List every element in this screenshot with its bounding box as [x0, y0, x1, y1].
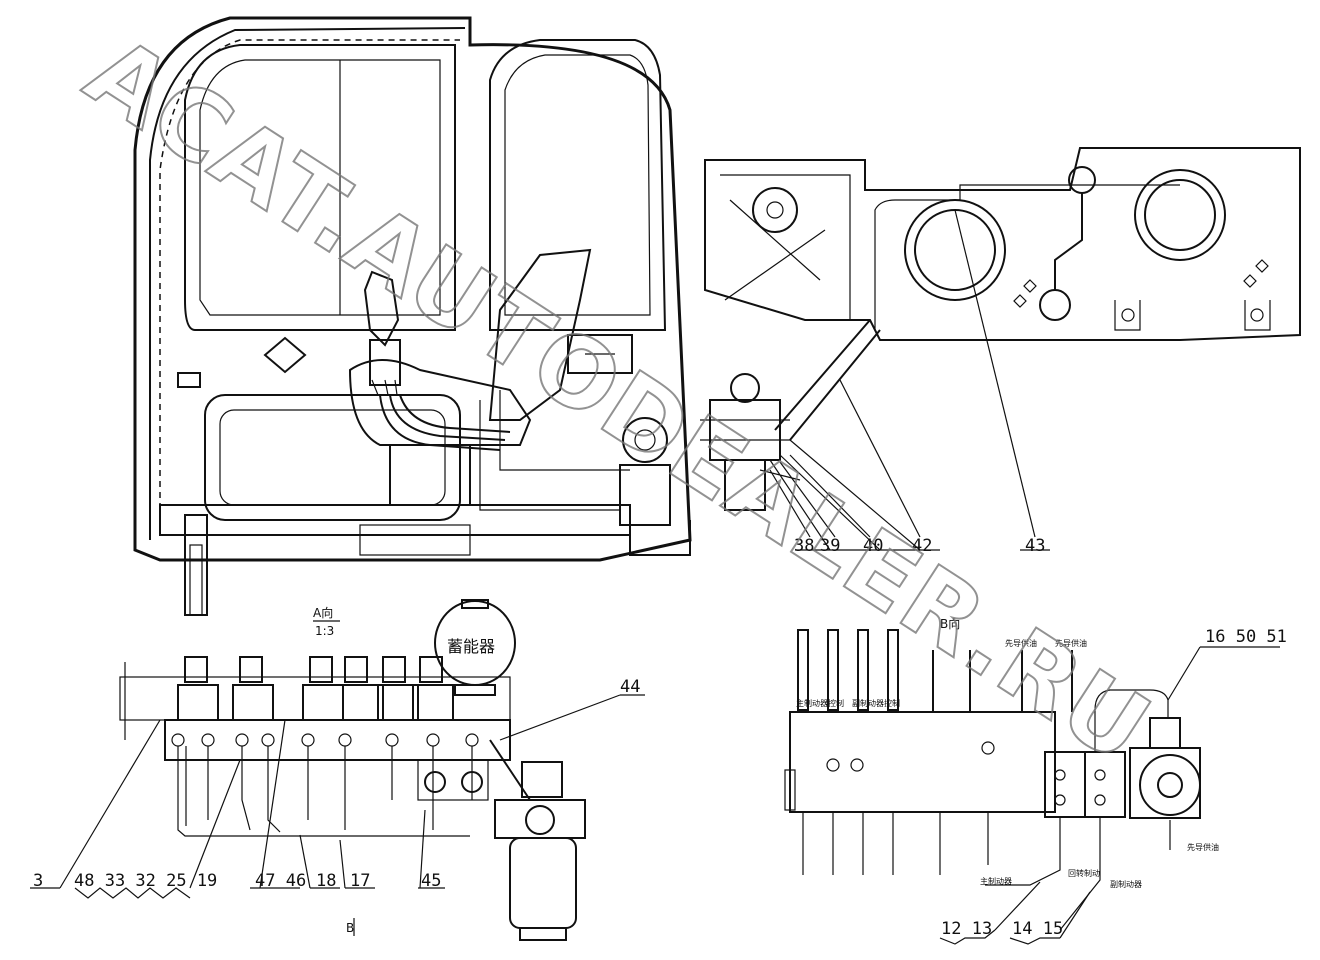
- note-main-brake-control: 主制动器控制: [796, 698, 844, 708]
- section-b-mark: B: [346, 921, 354, 935]
- control-fittings: [797, 629, 1073, 875]
- accumulator-label: 蓄能器: [447, 637, 495, 656]
- callout-18: 18: [316, 871, 336, 891]
- view-b: B向: [784, 616, 1219, 931]
- view-a: A向 1:3 蓄能器: [119, 599, 586, 941]
- note-pilot-supply-3: 先导供油: [1187, 842, 1219, 852]
- cab-emblem: [263, 336, 307, 374]
- cab-front-window: [184, 44, 456, 331]
- pilot-manifold-b: [789, 711, 1056, 813]
- callout-44: 44: [620, 677, 640, 697]
- callout-38: 38: [794, 536, 814, 556]
- pilot-hoses: [177, 739, 531, 837]
- note-swing-brake: 回转制动: [1068, 868, 1100, 878]
- solenoid-valves: [177, 656, 454, 721]
- view-a-scale: 1:3: [315, 624, 334, 638]
- callout-43: 43: [1025, 536, 1045, 556]
- filter-icon: [494, 761, 586, 941]
- svg-text:ACAT.AUTODEALER.RU: ACAT.AUTODEALER.RU: [67, 15, 1169, 785]
- pilot-pump-assembly: [479, 373, 921, 556]
- pilot-manifold-a: [164, 719, 511, 761]
- accumulator-icon: 蓄能器: [434, 599, 516, 696]
- cab-post: [184, 514, 208, 616]
- watermark: ACAT.AUTODEALER.RU: [66, 14, 1170, 786]
- callout-12-13: 12 13: [941, 919, 992, 939]
- valve-block-b: [985, 751, 1126, 931]
- note-pilot-supply-2: 先导供油: [1055, 638, 1087, 648]
- callout-48-33-32-25-19: 48 33 32 25 19: [74, 871, 217, 891]
- callout-14-15: 14 15: [1012, 919, 1063, 939]
- note-pilot-supply-1: 先导供油: [1005, 638, 1037, 648]
- ports-row: [171, 733, 479, 747]
- view-a-title: A向: [313, 605, 333, 620]
- callout-17: 17: [350, 871, 370, 891]
- note-aux-brake: 副制动器: [1110, 879, 1142, 889]
- door-handle-icon: [177, 372, 201, 388]
- callout-16-50-51: 16 50 51: [1205, 627, 1287, 647]
- bottom-leaders: [30, 646, 1280, 945]
- operator-seat: [348, 248, 633, 506]
- joystick-icon: [363, 270, 511, 451]
- callout-45: 45: [421, 871, 441, 891]
- pilot-pump-icon: [1094, 689, 1201, 850]
- view-b-title: B向: [940, 616, 960, 631]
- top-leaders: [769, 209, 1050, 551]
- callout-labels: 38 39 40 42 43 44 3 48 33 32 25 19 47 46…: [33, 536, 1287, 939]
- cab-door-window: [489, 39, 667, 331]
- callout-40: 40: [863, 536, 883, 556]
- callout-42: 42: [912, 536, 932, 556]
- upper-frame: [704, 147, 1301, 441]
- callout-39: 39: [820, 536, 840, 556]
- cab-lower-panel: [204, 394, 461, 521]
- note-main-brake: 主制动器: [980, 876, 1012, 886]
- seat-control-box: [567, 334, 633, 374]
- callout-47-46: 47 46: [255, 871, 306, 891]
- callout-3: 3: [33, 871, 43, 891]
- note-aux-brake-control: 副制动器控制: [852, 698, 900, 708]
